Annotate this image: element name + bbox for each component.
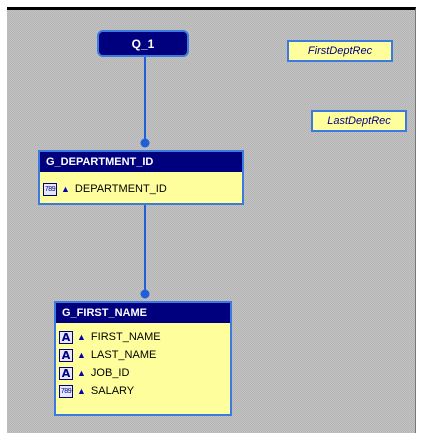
group-column-row[interactable]: A ▲ JOB_ID bbox=[56, 364, 230, 382]
column-name: SALARY bbox=[90, 385, 135, 397]
up-arrow-icon: ▲ bbox=[61, 183, 70, 194]
number-type-icon: 789 bbox=[43, 182, 57, 196]
group-title[interactable]: G_FIRST_NAME bbox=[56, 303, 230, 323]
group-column-row[interactable]: A ▲ LAST_NAME bbox=[56, 346, 230, 364]
summary-label: FirstDeptRec bbox=[307, 45, 373, 57]
up-arrow-icon: ▲ bbox=[77, 331, 86, 342]
group-g-first-name[interactable]: G_FIRST_NAME A ▲ FIRST_NAME A ▲ LAST_NAM… bbox=[54, 301, 232, 416]
summary-label: LastDeptRec bbox=[327, 115, 391, 127]
group-column-row[interactable]: 789 ▲ SALARY bbox=[56, 382, 230, 400]
group-g-department-id[interactable]: G_DEPARTMENT_ID 789 ▲ DEPARTMENT_ID bbox=[38, 150, 244, 205]
query-node[interactable]: Q_1 bbox=[97, 30, 189, 57]
number-type-icon: 789 bbox=[59, 384, 73, 398]
group-column-row[interactable]: 789 ▲ DEPARTMENT_ID bbox=[40, 180, 242, 198]
up-arrow-icon: ▲ bbox=[77, 385, 86, 396]
summary-lastdeptrec[interactable]: LastDeptRec bbox=[311, 110, 407, 132]
column-name: DEPARTMENT_ID bbox=[74, 183, 167, 195]
query-label: Q_1 bbox=[131, 36, 155, 51]
group-title[interactable]: G_DEPARTMENT_ID bbox=[40, 152, 242, 172]
up-arrow-icon: ▲ bbox=[77, 349, 86, 360]
column-name: FIRST_NAME bbox=[90, 331, 161, 343]
summary-firstdeptrec[interactable]: FirstDeptRec bbox=[287, 40, 393, 62]
column-name: JOB_ID bbox=[90, 367, 130, 379]
character-type-icon: A bbox=[59, 366, 73, 380]
group-column-row[interactable]: A ▲ FIRST_NAME bbox=[56, 328, 230, 346]
column-name: LAST_NAME bbox=[90, 349, 157, 361]
character-type-icon: A bbox=[59, 330, 73, 344]
character-type-icon: A bbox=[59, 348, 73, 362]
up-arrow-icon: ▲ bbox=[77, 367, 86, 378]
